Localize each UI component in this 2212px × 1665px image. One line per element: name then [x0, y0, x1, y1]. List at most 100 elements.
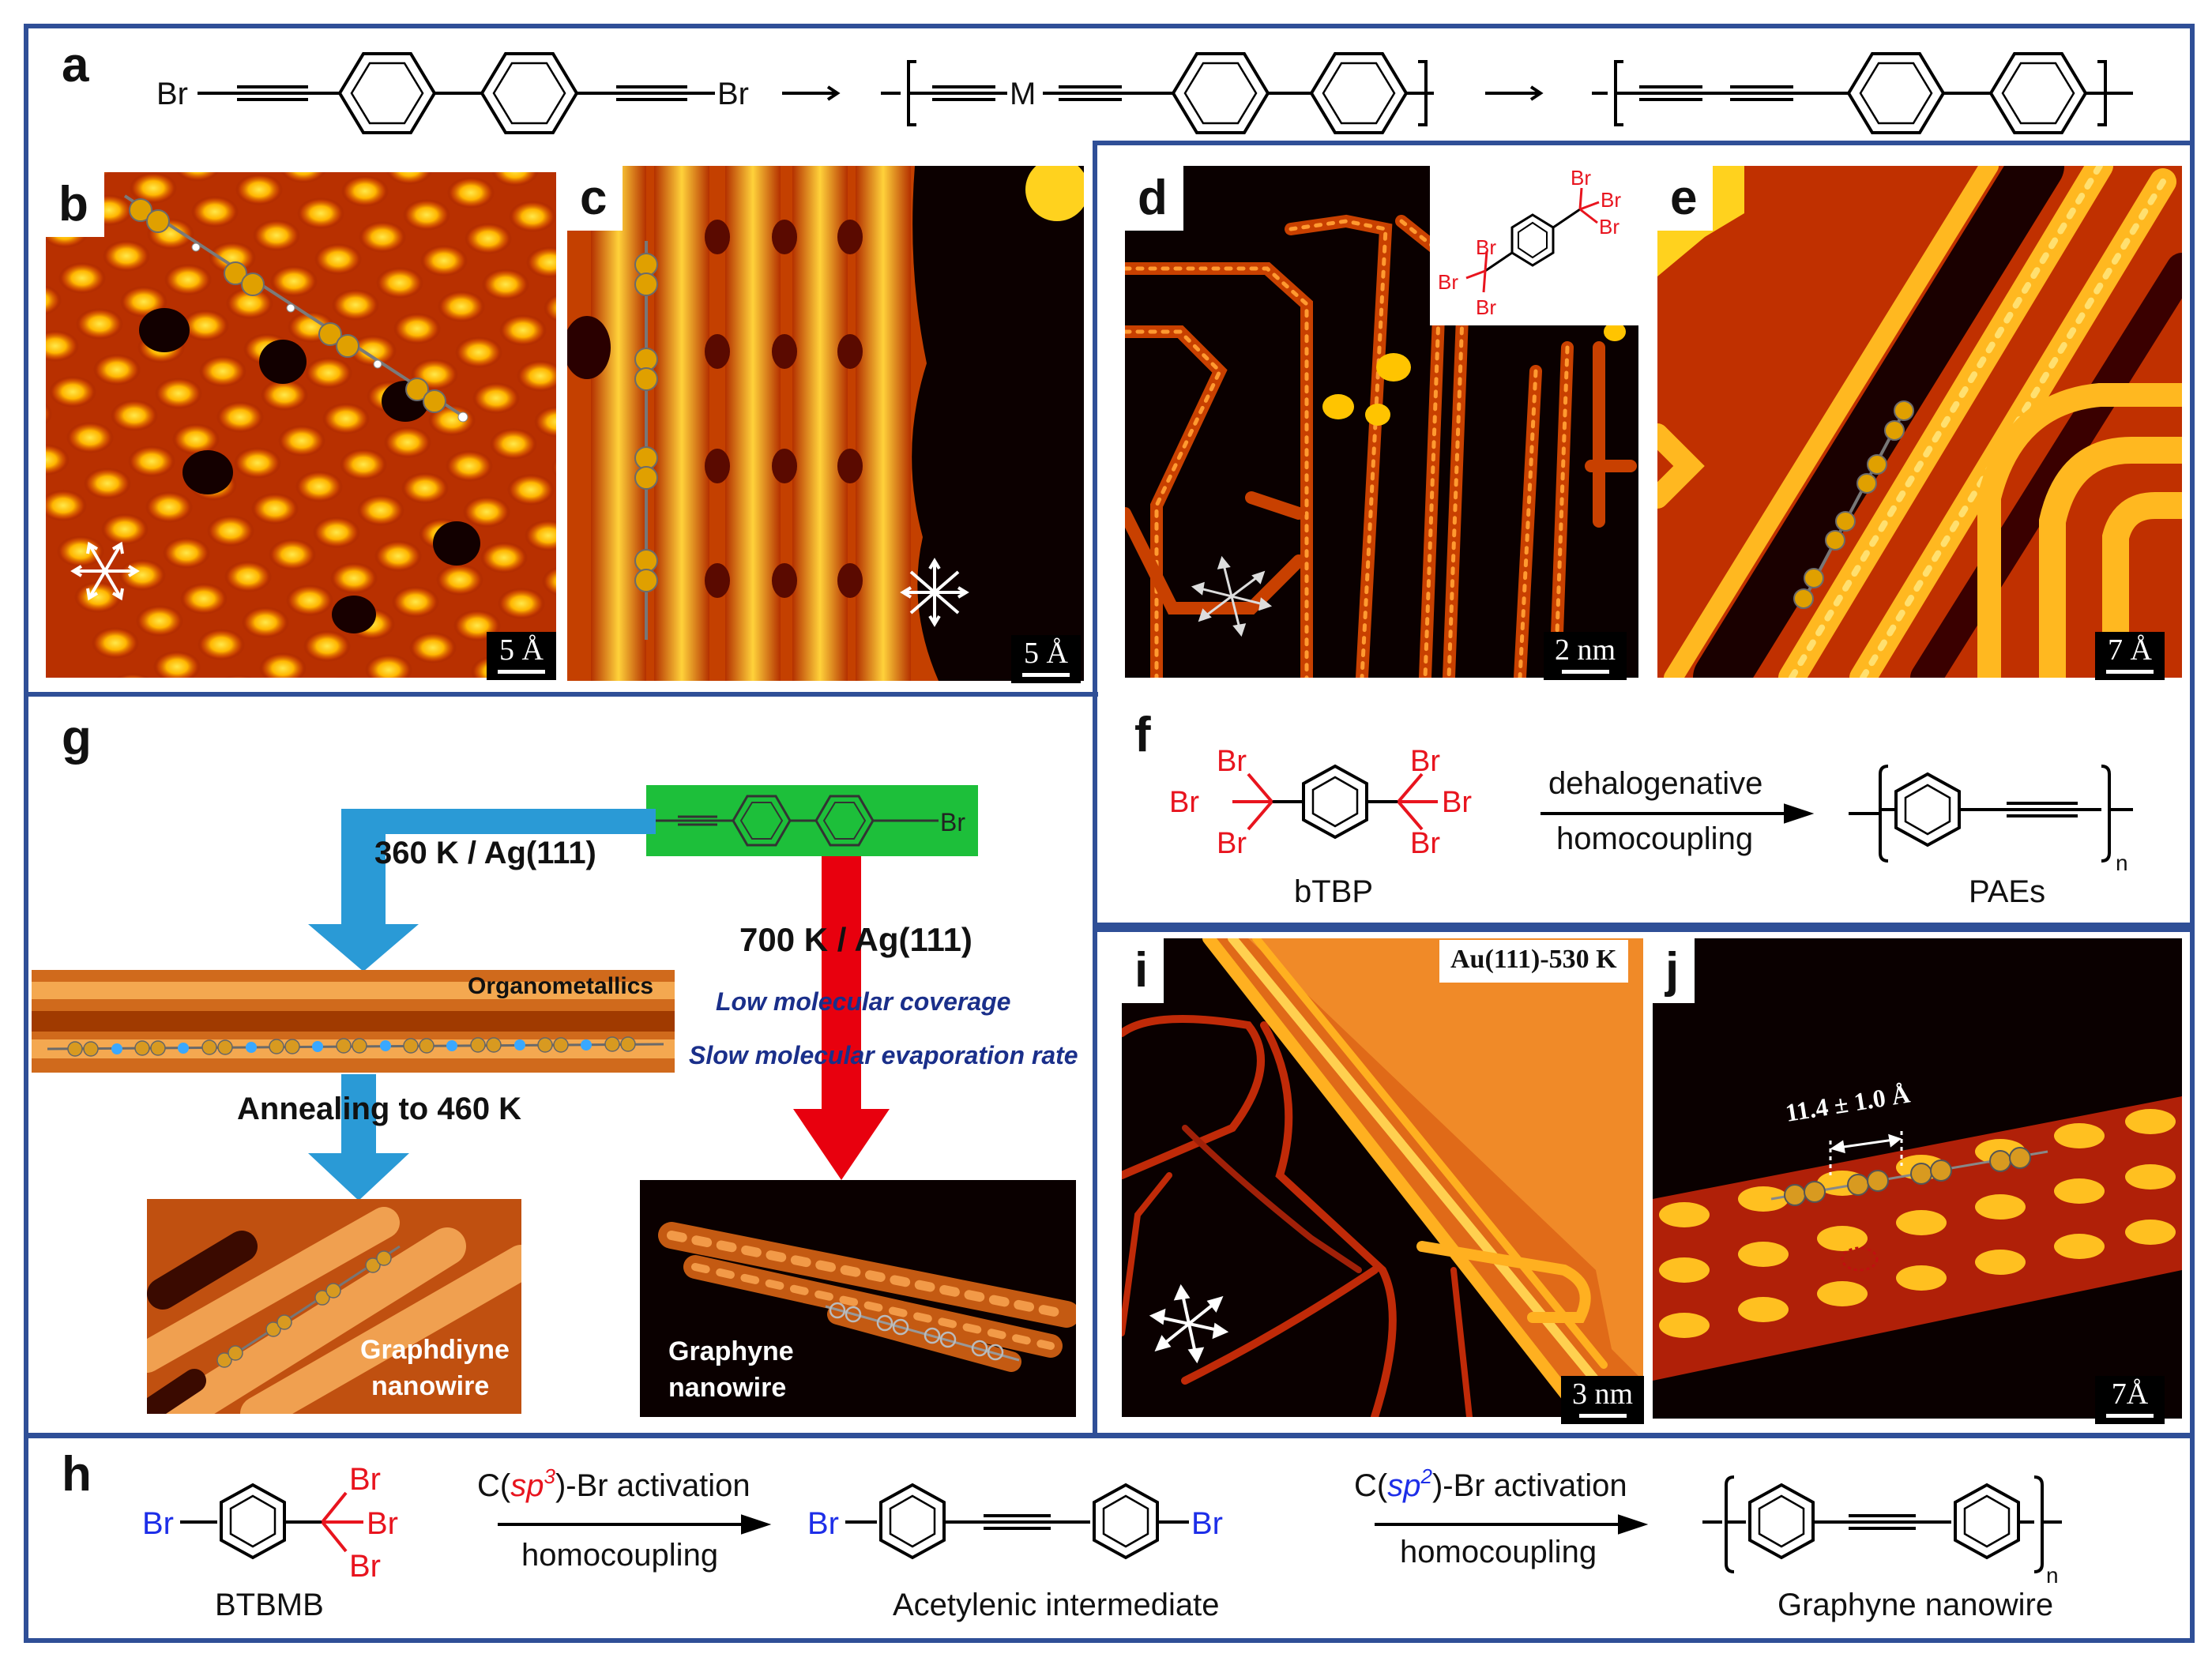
scalebar-b-text: 5 Å	[499, 633, 544, 667]
stm-lattice-spot	[172, 423, 220, 455]
panel-d-inset: Br Br Br Br Br Br	[1430, 166, 1640, 325]
stm-lattice-spot	[542, 566, 556, 596]
stm-lattice-spot	[409, 632, 457, 663]
panel-h-br-blue-3: Br	[1191, 1506, 1223, 1541]
scalebar-d-text: 2 nm	[1555, 633, 1616, 667]
stm-lattice-spot	[526, 246, 556, 278]
stm-lattice-spot	[128, 445, 175, 477]
stm-lattice-spot	[330, 562, 378, 594]
stm-lattice-spot	[295, 471, 343, 502]
stm-lattice-spot	[136, 605, 183, 637]
divider-bc	[24, 692, 1098, 697]
stm-lattice-spot	[491, 172, 539, 186]
stm-lattice-spot	[163, 537, 210, 569]
stm-lattice-spot	[155, 378, 202, 409]
stm-lattice-spot	[280, 172, 326, 183]
scalebar-e-bar	[2106, 670, 2154, 674]
panel-d-br-1: Br	[1571, 166, 1591, 190]
panel-h-br-blue-2: Br	[807, 1506, 839, 1541]
stm-lattice-spot	[313, 517, 360, 548]
panel-h-br-red-1: Br	[349, 1462, 381, 1497]
stm-lattice-spot	[357, 494, 404, 526]
stm-lattice-spot	[374, 540, 422, 572]
panel-f-product: PAEs	[1969, 874, 2045, 909]
panel-f-br-6: Br	[1410, 827, 1440, 860]
panel-g-blue-arrow	[308, 809, 656, 1201]
panel-h-br-red-2: Br	[367, 1506, 398, 1541]
stm-lattice-spot	[551, 458, 556, 477]
panel-h-step1-top: C(sp3)-Br activation	[477, 1464, 750, 1503]
stm-image-c	[567, 166, 1084, 681]
panel-d-br-6: Br	[1476, 295, 1496, 319]
panel-h-step2-suffix: )-Br activation	[1432, 1468, 1627, 1503]
panel-g-note-evaporation: Slow molecular evaporation rate	[689, 1041, 1078, 1069]
stm-lattice-spot	[198, 629, 245, 660]
panel-label-d: d	[1125, 166, 1183, 231]
stm-lattice-spot	[224, 561, 272, 592]
stm-lattice-spot	[93, 354, 141, 385]
panel-label-c: c	[567, 166, 623, 231]
panel-a-metal: M	[1010, 77, 1036, 111]
panel-d-br-2: Br	[1601, 188, 1621, 212]
panel-h-step2-hyb: sp	[1387, 1468, 1420, 1503]
panel-g-red-arrow	[793, 856, 890, 1180]
stm-lattice-spot	[226, 288, 273, 319]
stm-image-b	[46, 172, 556, 678]
panel-a-br-left: Br	[156, 77, 188, 111]
stm-image-g-graphyne: Graphyne nanowire	[640, 1180, 1076, 1417]
stm-lattice-spot	[322, 403, 370, 434]
panel-f-br-2: Br	[1169, 786, 1199, 819]
stm-lattice-spot	[297, 197, 344, 229]
stm-lattice-spot	[261, 379, 308, 411]
stm-lattice-spot	[498, 588, 545, 619]
panel-g-annealing: Annealing to 460 K	[237, 1092, 522, 1126]
stm-lattice-spot	[46, 444, 70, 475]
stm-lattice-spot	[224, 675, 253, 678]
scalebar-b-bar	[498, 670, 545, 674]
stm-lattice-spot	[118, 559, 166, 591]
stm-lattice-spot	[74, 581, 122, 613]
stm-lattice-spot	[84, 468, 131, 499]
stm-lattice-spot	[455, 336, 502, 368]
stm-lattice-spot	[46, 490, 87, 521]
stm-lattice-spot	[58, 262, 106, 294]
stm-lattice-spot	[349, 335, 397, 366]
stm-lattice-spot	[393, 313, 441, 344]
panel-h-step2-bottom: homocoupling	[1400, 1535, 1597, 1569]
stm-lattice-spot	[341, 175, 389, 207]
stm-lattice-spot	[199, 355, 246, 387]
panel-g-reactant-box: Br	[646, 785, 978, 856]
panel-h-step1-sup: 3	[544, 1464, 555, 1488]
stm-lattice-spot	[101, 513, 149, 545]
panel-h-product-name: Graphyne nanowire	[1778, 1588, 2053, 1622]
stm-lattice-spot	[436, 564, 483, 596]
scalebar-i-bar	[1578, 1414, 1627, 1418]
stm-lattice-spot	[175, 172, 220, 182]
panel-h-reactant-name: BTBMB	[215, 1588, 324, 1622]
scalebar-e-text: 7 Å	[2108, 633, 2152, 667]
panel-f-br-5: Br	[1442, 786, 1472, 819]
stm-lattice-spot	[482, 269, 529, 300]
stm-lattice-spot	[145, 491, 193, 523]
stm-lattice-spot	[314, 243, 362, 275]
scalebar-d: 2 nm	[1544, 632, 1627, 680]
stm-lattice-spot	[103, 240, 150, 272]
panel-g-note-coverage: Low molecular coverage	[716, 987, 1011, 1016]
panel-h-step1-bottom: homocoupling	[521, 1538, 718, 1573]
panel-f-arrow-bottom: homocoupling	[1556, 821, 1753, 856]
stm-lattice-spot	[392, 586, 439, 618]
stm-lattice-spot	[401, 472, 449, 504]
stm-lattice-spot	[191, 196, 239, 227]
stm-lattice-spot	[270, 265, 318, 297]
stm-lattice-spot	[553, 186, 556, 202]
stm-lattice-spot	[303, 630, 351, 662]
scalebar-c-bar	[1022, 673, 1070, 677]
stm-lattice-spot	[153, 651, 201, 678]
stm-lattice-spot	[278, 425, 325, 457]
panel-a-br-right: Br	[717, 77, 749, 111]
stm-lattice-spot	[465, 223, 512, 254]
stm-lattice-spot	[507, 474, 555, 506]
stm-lattice-spot	[207, 515, 254, 547]
panel-h-br-red-3: Br	[349, 1549, 381, 1584]
stm-lattice-spot	[305, 357, 352, 389]
